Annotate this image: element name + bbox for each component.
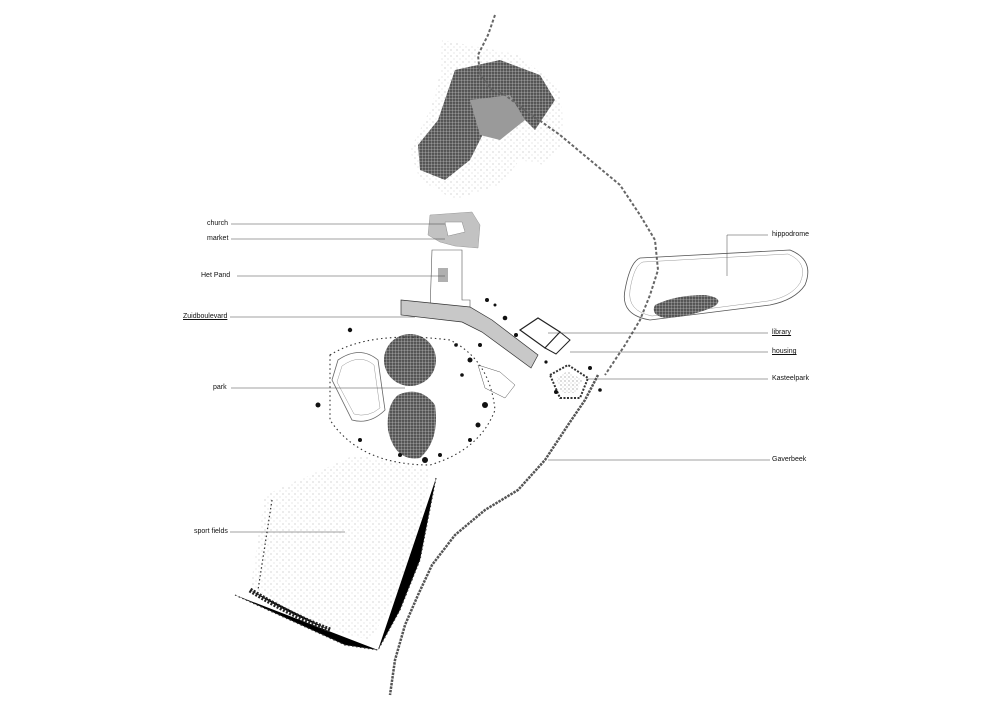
het-pand-building [429, 249, 471, 313]
label-hippodrome: hippodrome [772, 231, 809, 238]
church-outline [444, 221, 466, 237]
label-het-pand: Het Pand [201, 272, 231, 279]
park-area [329, 334, 496, 466]
label-kasteelpark: Kasteelpark [772, 375, 809, 382]
label-market: market [207, 235, 229, 242]
north-woodland [410, 40, 565, 200]
leader-lines [230, 223, 770, 533]
north-stream [476, 14, 660, 376]
label-library: library [772, 329, 792, 336]
zuidboulevard-road [400, 299, 539, 369]
hippodrome-track [623, 249, 809, 321]
label-park: park [213, 384, 227, 391]
label-housing: housing [772, 348, 797, 355]
label-sport-fields: sport fields [194, 528, 228, 535]
label-zuidboulevard: Zuidboulevard [183, 313, 228, 320]
sport-fields-area [234, 455, 437, 651]
label-church: church [207, 220, 229, 227]
tree-dots [315, 298, 602, 463]
gaverbeek-stream [388, 374, 600, 696]
library-housing-blocks [477, 317, 571, 399]
kasteelpark-area [548, 363, 590, 399]
label-gaverbeek: Gaverbeek [772, 456, 807, 463]
